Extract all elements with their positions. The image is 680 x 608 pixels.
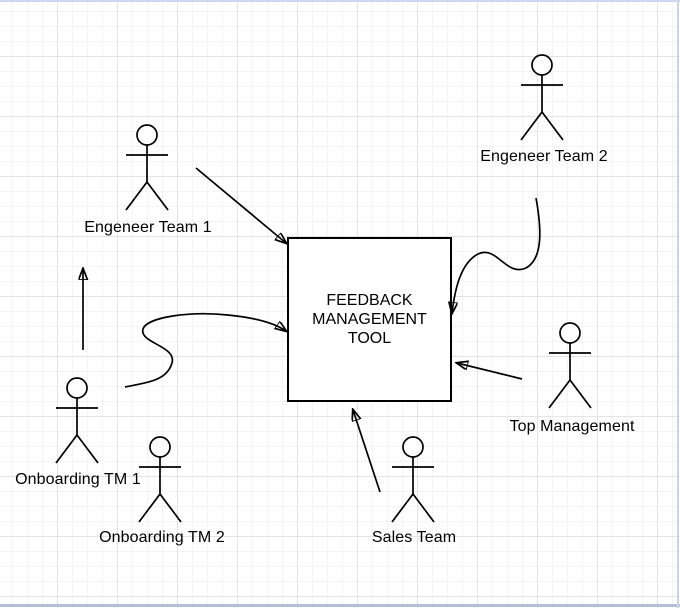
page-edge-bottom [0,604,680,607]
arrow-onboarding-tm-1-to-tool[interactable] [124,312,286,388]
page-edge-right [677,0,679,608]
actor-label-sales-team: Sales Team [371,529,457,546]
page-edge-top [0,0,680,2]
actor-label-engeneer-team-2: Engeneer Team 2 [480,148,608,165]
actor-label-engeneer-team-1: Engeneer Team 1 [84,219,212,236]
arrow-engeneer-team-1-to-tool[interactable] [195,167,286,243]
feedback-management-tool-label: FEEDBACK MANAGEMENT TOOL [312,292,427,347]
actor-label-onboarding-tm-1: Onboarding TM 1 [15,471,141,488]
actor-label-onboarding-tm-2: Onboarding TM 2 [99,529,225,546]
actor-label-top-management: Top Management [509,418,635,435]
arrow-sales-team-to-tool[interactable] [353,410,381,493]
arrow-top-management-to-tool[interactable] [457,363,523,380]
feedback-management-tool-box[interactable]: FEEDBACK MANAGEMENT TOOL [287,237,452,402]
arrow-engeneer-team-2-to-tool[interactable] [452,197,541,313]
